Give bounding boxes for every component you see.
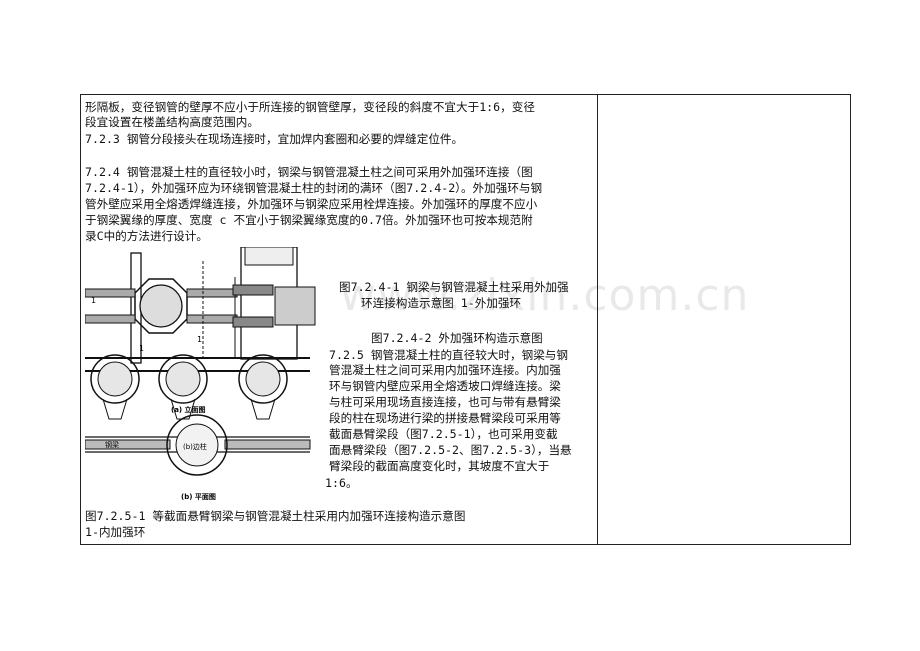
figure-label-a: (a) 立面图 <box>171 405 206 414</box>
watermark: www.zixin.com.cn <box>340 270 750 321</box>
text-line: 录C中的方法进行设计。 <box>85 229 208 243</box>
text-line: 7.2.4-1），外加强环应为环绕钢管混凝土柱的封闭的满环（图7.2.4-2）。… <box>85 181 543 195</box>
figure-caption-7-2-5-1: 1-内加强环 <box>85 525 146 539</box>
text-line: 形隔板，变径钢管的壁厚不应小于所连接的钢管壁厚，变径段的斜度不宜大于1:6，变径 <box>85 100 535 114</box>
text-line: 截面悬臂梁段（图7.2.5-1），也可采用变截 <box>329 427 558 441</box>
text-line: 与柱可采用现场直接连接，也可与带有悬臂梁 <box>329 395 561 409</box>
text-line: 1:6。 <box>325 476 358 490</box>
steel-beam-column-connection-figure: 1 1 1 (a) 立面图 (b)边柱 钢梁 (b) 平面图 <box>85 247 316 501</box>
document-table: 形隔板，变径钢管的壁厚不应小于所连接的钢管壁厚，变径段的斜度不宜大于1:6，变径… <box>80 94 851 545</box>
text-line: 环与钢管内壁应采用全熔透坡口焊缝连接。梁 <box>329 379 561 393</box>
svg-text:1: 1 <box>139 344 144 353</box>
text-line: 段宜设置在楼盖结构高度范围内。 <box>85 115 259 129</box>
figure-caption-7-2-4-1: 环连接构造示意图 1-外加强环 <box>361 296 522 310</box>
figure-label-steel-column: (b)边柱 <box>183 442 207 451</box>
figure-caption-7-2-5-1: 图7.2.5-1 等截面悬臂钢梁与钢管混凝土柱采用内加强环连接构造示意图 <box>85 509 466 523</box>
text-line: 管外壁应采用全熔透焊缝连接，外加强环与钢梁应采用栓焊连接。外加强环的厚度不应小 <box>85 197 538 211</box>
svg-text:1: 1 <box>91 296 96 305</box>
text-line: 段的柱在现场进行梁的拼接悬臂梁段可采用等 <box>329 411 561 425</box>
figure-caption-7-2-4-2: 图7.2.4-2 外加强环构造示意图 <box>371 331 543 345</box>
text-line: 面悬臂梁段（图7.2.5-2、图7.2.5-3），当悬 <box>329 443 572 457</box>
figure-label-b: (b) 平面图 <box>181 492 216 501</box>
figure-label-beam: 钢梁 <box>105 440 119 449</box>
text-line: 7.2.5 钢管混凝土柱的直径较大时，钢梁与钢 <box>329 348 568 362</box>
text-line: 臂梁段的截面高度变化时，其坡度不宜大于 <box>329 459 550 473</box>
svg-text:1: 1 <box>197 335 202 344</box>
text-line: 于钢梁翼缘的厚度、宽度 c 不宜小于钢梁翼缘宽度的0.7倍。外加强环也可按本规范… <box>85 213 533 227</box>
column-divider <box>597 95 598 544</box>
text-line: 7.2.3 钢管分段接头在现场连接时，宜加焊内套圈和必要的焊缝定位件。 <box>85 132 464 146</box>
text-line: 管混凝土柱之间可采用内加强环连接。内加强 <box>329 363 561 377</box>
figure-caption-7-2-4-1: 图7.2.4-1 钢梁与钢管混凝土柱采用外加强 <box>339 280 569 294</box>
text-line: 7.2.4 钢管混凝土柱的直径较小时，钢梁与钢管混凝土柱之间可采用外加强环连接（… <box>85 165 533 179</box>
